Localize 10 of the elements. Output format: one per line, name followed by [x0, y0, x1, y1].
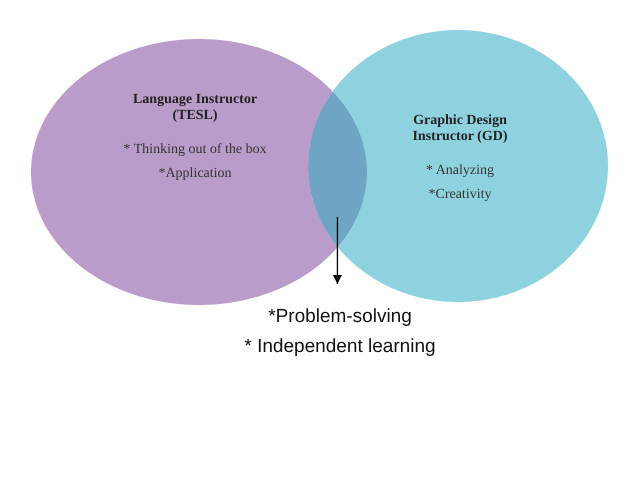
- result-text: * Independent learning: [244, 336, 436, 358]
- bullet-text: * Analyzing: [426, 163, 494, 179]
- overlap-region: [308, 92, 367, 247]
- bullet-text: *Creativity: [428, 187, 492, 203]
- bullet-text: *Application: [158, 166, 232, 182]
- bullet-text: * Thinking out of the box: [123, 142, 267, 158]
- arrow: [332, 216, 342, 284]
- circle-heading: Language Instructor (TESL): [132, 92, 258, 124]
- circle-heading: Graphic Design Instructor (GD): [411, 113, 508, 145]
- result-text: *Problem-solving: [268, 306, 412, 328]
